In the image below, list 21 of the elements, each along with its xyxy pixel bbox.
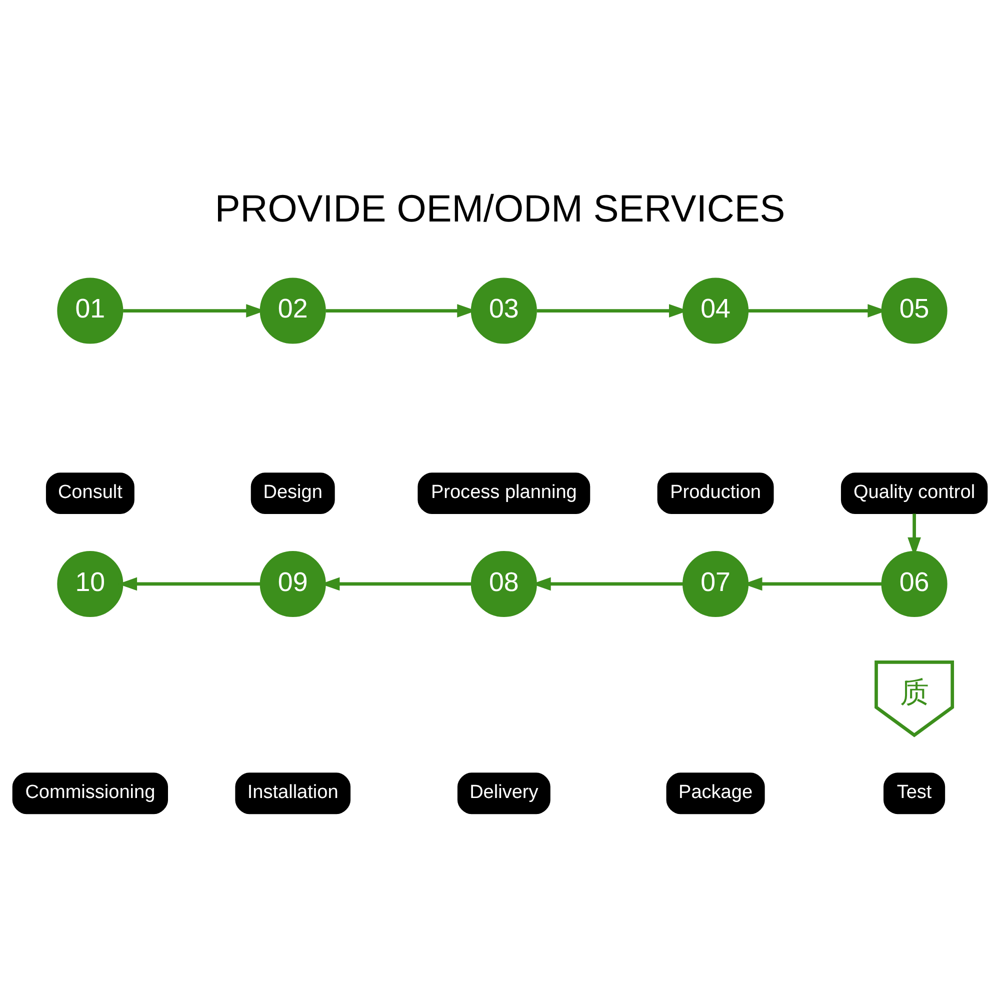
node-box: Design [250,472,335,514]
node-box: Installation [235,772,351,814]
node-circle: 07 [682,550,749,617]
node-circle: 10 [57,550,124,617]
node-circle: 03 [470,278,537,344]
node-box: Consult [46,472,134,514]
node-box: Process planning [418,472,590,514]
node-box: Package [666,772,765,814]
node-box: Delivery [457,772,550,814]
node-circle: 06 [881,550,948,617]
node-box: Test [884,772,946,814]
node-circle: 02 [260,278,326,344]
node-box: Quality control [840,472,988,514]
node-circle: 08 [470,550,537,617]
node-box: Commissioning [12,772,168,814]
node-circle: 01 [57,278,124,344]
node-box: Production [657,472,774,514]
diagram-title: PROVIDE OEM/ODM SERVICES [214,188,786,230]
node-circle: 05 [881,278,948,344]
node-circle: 04 [682,278,749,344]
node-circle: 09 [260,550,326,617]
